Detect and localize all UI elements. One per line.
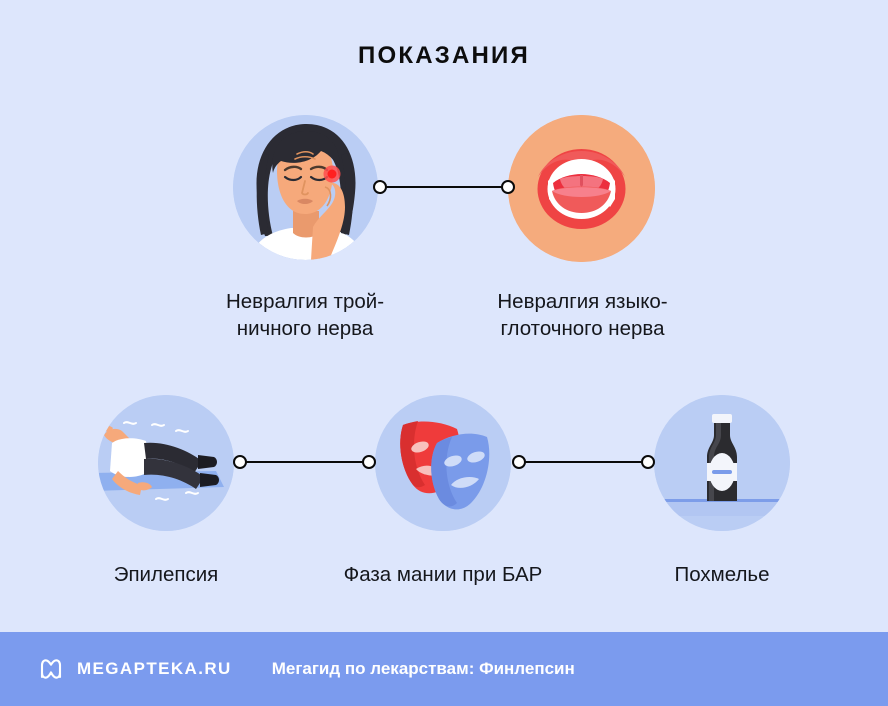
node-epilepsy[interactable] [98,395,234,531]
footer-tagline: Мегагид по лекарствам: Финлепсин [271,659,575,678]
node-mania-phase-bipolar[interactable] [375,395,511,531]
footer-bar: MEGAPTEKA.RU Мегагид по лекарствам: Финл… [0,632,888,706]
connector-dot-right [501,180,515,194]
connector-bottom-2 [512,455,655,469]
open-mouth-icon [508,115,655,262]
connector-line [240,461,369,464]
label-line-1: Невралгия языко- [497,290,668,313]
label-line-1: Похмелье [674,563,770,586]
beer-bottle-icon [654,395,790,531]
label-line-1: Невралгия трой- [225,290,385,313]
node-glossopharyngeal-neuralgia[interactable] [508,115,655,262]
label-line-1: Фаза мании при БАР [343,563,543,586]
connector-dot-right [362,455,376,469]
label-trigeminal-neuralgia: Невралгия трой- ничного нерва [185,288,425,342]
label-glossopharyngeal-neuralgia: Невралгия языко- глоточного нерва [460,288,705,342]
connector-dot-right [641,455,655,469]
woman-facial-pain-icon [233,115,378,260]
connector-line [519,461,648,464]
connector-dot-left [512,455,526,469]
label-line-2: глоточного нерва [500,317,665,340]
connector-line [380,186,508,189]
node-trigeminal-neuralgia[interactable] [233,115,378,260]
theater-masks-icon [375,395,511,531]
brand-name: MEGAPTEKA.RU [77,659,232,678]
connector-dot-left [373,180,387,194]
label-epilepsy: Эпилепсия [66,561,266,588]
megapteka-m-logo-icon [38,656,64,682]
connector-top-1 [373,180,515,194]
connector-dot-left [233,455,247,469]
label-hangover: Похмелье [622,561,822,588]
person-seizure-icon [98,395,234,531]
label-line-2: ничного нерва [236,317,374,340]
connector-bottom-1 [233,455,376,469]
page-title: ПОКАЗАНИЯ [358,42,530,69]
label-mania-phase-bipolar: Фаза мании при БАР [343,561,543,588]
label-line-1: Эпилепсия [113,563,219,586]
node-hangover[interactable] [654,395,790,531]
